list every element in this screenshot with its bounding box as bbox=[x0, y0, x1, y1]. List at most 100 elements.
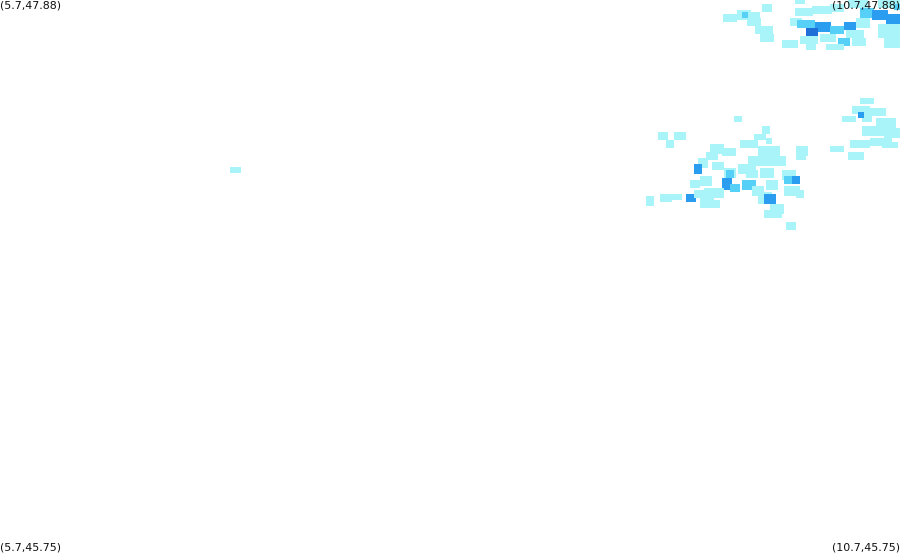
precipitation-cell bbox=[852, 38, 866, 46]
precipitation-cell bbox=[795, 0, 805, 4]
precipitation-cell bbox=[770, 204, 784, 214]
precipitation-cell bbox=[800, 36, 818, 44]
precipitation-cell bbox=[742, 180, 756, 190]
precipitation-cell bbox=[690, 180, 700, 188]
precipitation-layer bbox=[230, 0, 900, 230]
precipitation-cell bbox=[872, 10, 888, 20]
precipitation-cell bbox=[860, 98, 874, 104]
precipitation-cell bbox=[666, 140, 674, 148]
precipitation-cell bbox=[672, 194, 682, 200]
precipitation-cell bbox=[726, 170, 734, 178]
precipitation-cell bbox=[858, 112, 864, 118]
corner-label-bottom-right: (10.7,45.75) bbox=[831, 541, 900, 554]
precipitation-cell bbox=[856, 18, 870, 28]
precipitation-cell bbox=[784, 176, 792, 184]
precipitation-cell bbox=[746, 170, 758, 178]
precipitation-cell bbox=[870, 108, 886, 116]
precipitation-cell bbox=[806, 44, 816, 50]
precipitation-cell bbox=[674, 132, 686, 140]
precipitation-cell bbox=[646, 196, 654, 206]
precipitation-cell bbox=[846, 30, 864, 38]
precipitation-cell bbox=[790, 18, 802, 26]
precipitation-cell bbox=[795, 8, 813, 16]
precipitation-cell bbox=[764, 210, 776, 218]
precipitation-cell bbox=[762, 4, 772, 12]
precipitation-cell bbox=[722, 178, 732, 190]
precipitation-cell bbox=[792, 176, 800, 184]
precipitation-cell bbox=[712, 162, 724, 170]
precipitation-cell bbox=[894, 4, 900, 10]
precipitation-cell bbox=[766, 180, 778, 190]
precipitation-cell bbox=[722, 148, 736, 156]
precipitation-cell bbox=[758, 146, 780, 156]
precipitation-cell bbox=[826, 44, 844, 50]
precipitation-cell bbox=[750, 12, 760, 20]
precipitation-cell bbox=[768, 156, 786, 166]
precipitation-cell bbox=[710, 200, 720, 208]
precipitation-cell bbox=[838, 38, 850, 46]
precipitation-cell bbox=[730, 184, 740, 192]
precipitation-cell bbox=[806, 28, 818, 36]
precipitation-cell bbox=[766, 138, 772, 144]
precipitation-cell bbox=[820, 34, 836, 42]
precipitation-cell bbox=[848, 0, 868, 8]
precipitation-cell bbox=[882, 142, 898, 148]
precipitation-cell bbox=[862, 126, 884, 136]
precipitation-cell bbox=[830, 146, 844, 152]
precipitation-cell bbox=[782, 170, 796, 180]
precipitation-cell bbox=[658, 132, 668, 140]
precipitation-cell bbox=[878, 24, 900, 38]
precipitation-cell bbox=[686, 194, 696, 202]
corner-label-top-left: (5.7,47.88) bbox=[0, 0, 62, 12]
precipitation-cell bbox=[700, 198, 714, 208]
precipitation-cell bbox=[796, 154, 806, 160]
precipitation-cell bbox=[742, 12, 748, 18]
precipitation-cell bbox=[774, 212, 782, 218]
precipitation-cell bbox=[782, 40, 798, 48]
precipitation-cell bbox=[754, 134, 766, 140]
precipitation-cell bbox=[752, 186, 764, 196]
precipitation-cell bbox=[796, 146, 808, 156]
precipitation-cell bbox=[862, 114, 872, 122]
precipitation-cell bbox=[878, 0, 900, 8]
precipitation-cell bbox=[764, 194, 776, 204]
precipitation-cell bbox=[844, 22, 856, 30]
precipitation-cell bbox=[886, 14, 900, 26]
precipitation-cell bbox=[797, 20, 815, 28]
precipitation-cell bbox=[762, 126, 770, 134]
precipitation-cell bbox=[812, 6, 832, 14]
precipitation-cell bbox=[706, 152, 718, 160]
precipitation-cell bbox=[786, 222, 796, 230]
precipitation-cell bbox=[850, 140, 870, 148]
precipitation-cell bbox=[852, 106, 870, 114]
precipitation-cell bbox=[738, 164, 756, 174]
precipitation-cell bbox=[830, 26, 844, 34]
precipitation-cell bbox=[884, 36, 900, 48]
precipitation-cell bbox=[842, 116, 856, 122]
precipitation-cell bbox=[784, 186, 800, 196]
precipitation-cell bbox=[230, 167, 241, 173]
precipitation-cell bbox=[704, 188, 724, 198]
precipitation-cell bbox=[755, 26, 773, 34]
precipitation-cell bbox=[694, 190, 704, 198]
precipitation-cell bbox=[698, 158, 708, 168]
precipitation-cell bbox=[870, 138, 892, 146]
precipitation-cell bbox=[860, 8, 874, 18]
precipitation-cell bbox=[848, 152, 864, 160]
precipitation-cell bbox=[796, 190, 804, 198]
precipitation-cell bbox=[723, 14, 737, 22]
precipitation-cell bbox=[760, 34, 774, 42]
precipitation-cell bbox=[660, 194, 672, 202]
precipitation-cell bbox=[884, 128, 900, 138]
precipitation-cell bbox=[710, 144, 724, 154]
precipitation-cell bbox=[747, 18, 761, 26]
precipitation-cell bbox=[815, 22, 831, 32]
precipitation-cell bbox=[748, 156, 768, 166]
precipitation-cell bbox=[700, 176, 712, 186]
precipitation-cell bbox=[734, 116, 742, 122]
precipitation-cell bbox=[760, 168, 774, 178]
corner-label-top-right: (10.7,47.88) bbox=[831, 0, 900, 12]
precipitation-cell bbox=[694, 164, 702, 174]
corner-label-bottom-left: (5.7,45.75) bbox=[0, 541, 62, 554]
